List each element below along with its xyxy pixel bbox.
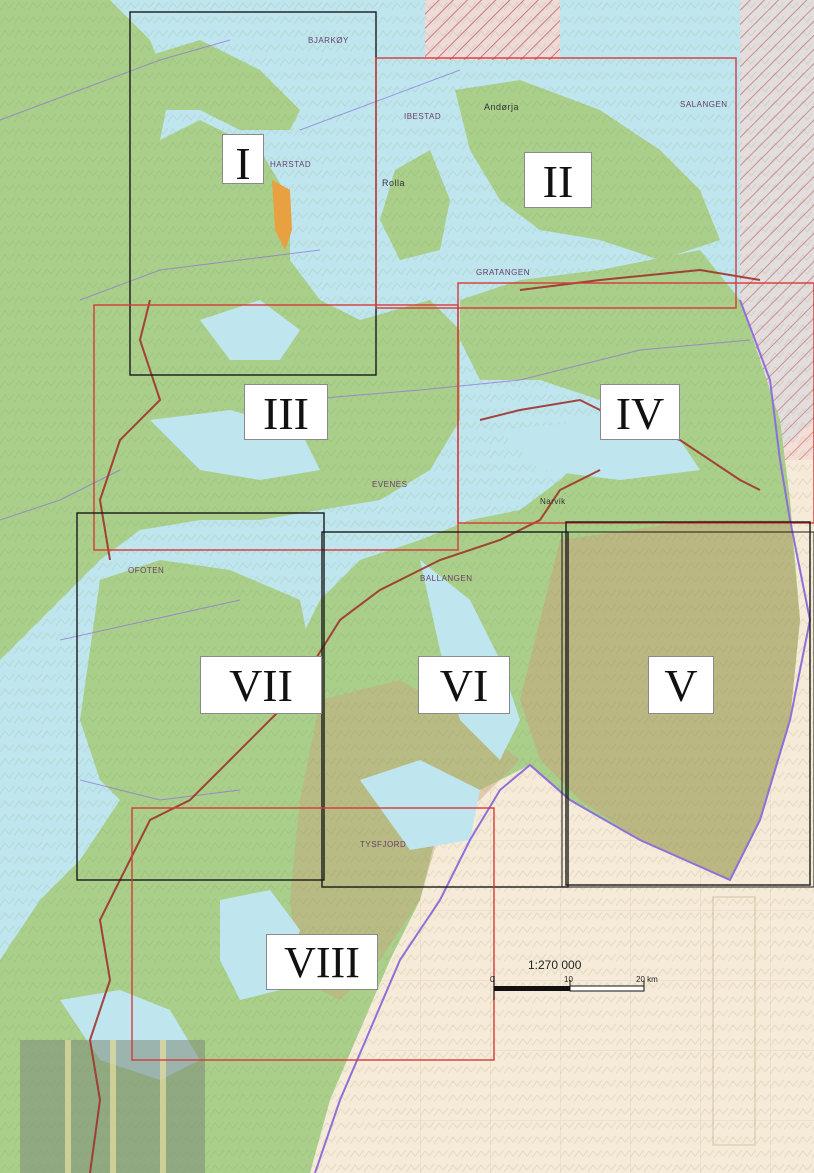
sheet-frame-viii [131, 807, 495, 1061]
sheet-label-vii[interactable]: VII [200, 656, 322, 714]
national-border [314, 299, 812, 1173]
place-harstad: HARSTAD [270, 160, 312, 169]
sheet-frame-vii [76, 512, 325, 881]
place-bjarkoy: BJARKØY [308, 36, 349, 45]
sheet-frame-v-inner [561, 531, 814, 888]
fjord-1 [200, 300, 300, 360]
scale-ratio: 1:270 000 [528, 958, 582, 972]
sheet-label-vi[interactable]: VI [418, 656, 510, 714]
sheet-label-v[interactable]: V [648, 656, 714, 714]
imagery-strip-2 [110, 1040, 116, 1173]
place-narvik: Narvik [540, 497, 566, 506]
sheet-frame-ii [375, 57, 737, 309]
sheet-label-viii[interactable]: VIII [266, 934, 378, 990]
sheet-label-i[interactable]: I [222, 134, 264, 187]
imagery-strip-3 [160, 1040, 166, 1173]
place-tysfjord: TYSFJORD [360, 840, 407, 849]
sheet-label-ii[interactable]: II [524, 152, 592, 208]
sheet-frame-vi [321, 531, 569, 888]
fjord-5 [360, 760, 480, 850]
place-ibestad: IBESTAD [404, 112, 442, 121]
place-andorja: Andørja [484, 102, 520, 112]
place-rolla: Rolla [382, 178, 406, 188]
sheet-frame-iv [457, 282, 814, 524]
place-ballangen: BALLANGEN [420, 574, 473, 583]
sheet-label-iv[interactable]: IV [600, 384, 680, 440]
place-ofoten: OFOTEN [128, 566, 165, 575]
place-gratangen: GRATANGEN [476, 268, 530, 277]
municipal-lines [0, 39, 751, 801]
place-evenes: EVENES [372, 480, 408, 489]
scale-bar [493, 976, 645, 1000]
place-salangen: SALANGEN [680, 100, 728, 109]
harstad-urban [272, 180, 292, 250]
scale-tick-20: 20 km [636, 975, 658, 984]
sheet-frame-v [565, 521, 811, 886]
imagery-strip-1 [65, 1040, 71, 1173]
sheet-label-iii[interactable]: III [244, 384, 328, 440]
scale-tick-0: 0 [490, 975, 495, 984]
scale-tick-10: 10 [564, 975, 573, 984]
